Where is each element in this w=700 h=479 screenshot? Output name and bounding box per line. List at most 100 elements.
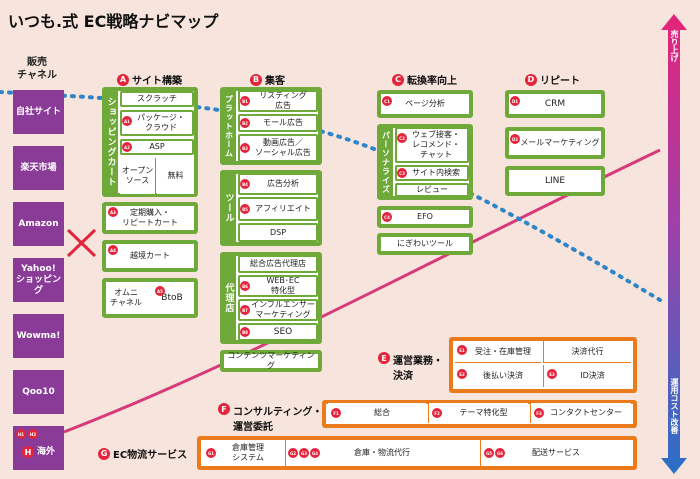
warehouse-system[interactable]: 倉庫管理 システム [203,440,283,466]
badge-f3: F3 [534,408,544,418]
badge-d2: D2 [510,134,520,144]
nigiwai-tool[interactable]: にぎわいツール [377,233,473,255]
badge-b4: B4 [240,179,250,189]
cart-scratch[interactable]: スクラッチ [120,91,194,107]
video-social-ads[interactable]: 動画広告／ ソーシャル広告 [238,134,318,162]
shopping-cart-label: ショッピングカート [104,89,118,195]
channel-yahoo[interactable]: Yahoo! ショッピング [13,258,64,302]
influencer-marketing[interactable]: インフルエンサー マーケティング [238,299,318,321]
crossborder-cart[interactable]: 越境カート [102,240,198,272]
line[interactable]: LINE [505,166,605,196]
order-inventory[interactable]: 受注・在庫管理 [455,341,541,363]
contact-center[interactable]: コンタクトセンター [530,403,631,423]
cart-package-cloud[interactable]: パッケージ・ クラウド [120,110,194,136]
axis-bottom-label: 運用コスト改善 [670,378,679,434]
badge-g3: G3 [299,448,309,458]
badge-c2: C2 [397,133,407,143]
overseas-letter-icon: H [21,446,34,458]
badge-a3: A3 [108,207,118,217]
payment-agency[interactable]: 決済代行 [543,341,631,363]
badge-b3: B3 [240,143,250,153]
badge-a2-pos: A2 [122,142,132,152]
personalize-label: パーソナライズ [379,126,393,198]
channel-qoo10[interactable]: Qoo10 [13,370,64,414]
channel-rakuten[interactable]: 楽天市場 [13,146,64,190]
axis-top-label: 売り上げ [670,30,679,62]
badge-b7: B7 [240,305,250,315]
seo[interactable]: SEO [238,323,318,341]
category-a-letter: A [117,73,129,86]
axis-arrow [661,14,687,474]
dsp[interactable]: DSP [238,223,318,242]
axis-arrow-shape [661,14,687,474]
content-marketing[interactable]: コンテンツマーケティング [220,350,322,372]
category-g-label: EC物流サービス [113,450,188,461]
channel-overseas[interactable]: H1 H2 H 海外 [13,426,64,470]
review[interactable]: レビュー [395,183,469,197]
badge-b1: B1 [240,96,250,106]
badge-g4: G4 [310,448,320,458]
consulting-theme[interactable]: テーマ特化型 [428,403,528,423]
affiliate[interactable]: アフィリエイト [238,197,318,221]
badge-h1: H1 [16,429,26,439]
cross-mark-line-2 [66,228,97,258]
category-c-letter: C [392,73,404,86]
consulting-general[interactable]: 総合 [328,403,426,423]
badge-a4: A4 [108,245,118,255]
category-b-label: 集客 [265,76,285,87]
page-analysis[interactable]: ページ分析 [377,90,473,118]
mall-ads[interactable]: モール広告 [238,114,318,132]
badge-b8: B8 [240,327,250,337]
listing-ads[interactable]: リスティング 広告 [238,90,318,112]
id-payment[interactable]: ID決済 [543,365,631,387]
category-c-label: 転換率向上 [407,76,457,87]
tool-label: ツール [222,172,236,244]
general-ad-agency[interactable]: 総合広告代理店 [238,255,318,273]
category-g-letter: G [98,447,110,460]
badge-g1: G1 [206,448,216,458]
badge-a1-pos: A1 [122,116,132,126]
badge-e2: E2 [457,369,467,379]
dotted-flow-line [0,90,662,302]
overseas-label: 海外 [36,446,55,457]
cart-asp[interactable]: ASP [120,139,194,155]
web-customer-service[interactable]: ウェブ接客・ レコメンド・ チャット [395,127,469,163]
category-a-label: サイト構築 [132,76,182,87]
category-e-letter: E [378,352,390,364]
category-f-label: コンサルティング・ 運営委託 [233,407,323,433]
category-f-letter: F [218,403,230,415]
badge-c3: C3 [397,168,407,178]
badge-e3: E3 [547,369,557,379]
crm[interactable]: CRM [505,90,605,118]
deferred-payment[interactable]: 後払い決済 [455,365,541,387]
agency-label: 代理店 [222,254,236,342]
efo[interactable]: EFO [377,206,473,228]
platform-label: プラットホーム [222,89,236,163]
page-title: いつも.式 EC戦略ナビマップ [8,12,219,31]
badge-f2: F2 [432,408,442,418]
channel-heading: 販売 チャネル [17,57,57,81]
omni-channel[interactable]: オムニ チャネル [106,282,146,314]
badge-g6: G6 [495,448,505,458]
ad-analysis[interactable]: 広告分析 [238,173,318,195]
repeat-cart[interactable]: 定期購入・ リピートカート [102,202,198,234]
channel-amazon[interactable]: Amazon [13,202,64,246]
web-ec-specialized[interactable]: WEB･EC 特化型 [238,275,318,297]
category-b-letter: B [250,73,262,86]
category-d-letter: D [525,73,537,86]
category-d-label: リピート [540,76,580,87]
badge-b6: B6 [240,281,250,291]
channel-wowma[interactable]: Wowma! [13,314,64,358]
cart-free[interactable]: 無料 [157,158,194,194]
channel-own-site[interactable]: 自社サイト [13,90,64,134]
mail-marketing[interactable]: メールマーケティング [505,127,605,159]
site-search[interactable]: サイト内検索 [395,165,469,181]
delivery-service[interactable]: 配送サービス [480,440,631,466]
badge-b2: B2 [240,118,250,128]
cart-open-source[interactable]: オープン ソース [120,158,156,194]
